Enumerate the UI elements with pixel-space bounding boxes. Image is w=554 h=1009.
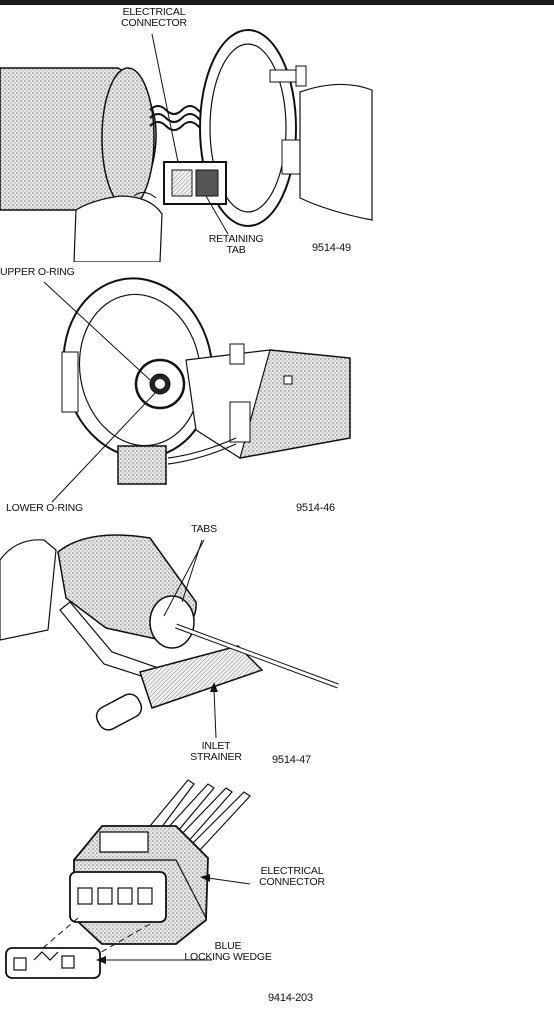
label-upper-oring: UPPER O-RING xyxy=(0,266,75,278)
pump-module-illustration xyxy=(0,29,373,262)
label-retaining-tab: RETAINING TAB xyxy=(208,233,264,256)
label-electrical-connector: ELECTRICAL CONNECTOR xyxy=(121,6,187,29)
figure-orings: UPPER O-RING LOWER O-RING 9514-46 xyxy=(0,262,554,520)
inlet-strainer-illustration xyxy=(0,534,339,739)
figure-number: 9514-49 xyxy=(312,242,351,254)
figure-number: 9414-203 xyxy=(268,992,313,1004)
label-inlet-strainer: INLET STRAINER xyxy=(190,740,242,763)
label-tabs: TABS xyxy=(191,523,217,535)
label-electrical-connector: ELECTRICAL CONNECTOR xyxy=(259,865,325,888)
figure-locking-wedge: ELECTRICAL CONNECTOR BLUE LOCKING WEDGE … xyxy=(0,768,554,1009)
top-border xyxy=(0,0,554,5)
figure-number: 9514-46 xyxy=(296,502,335,514)
label-lower-oring: LOWER O-RING xyxy=(6,502,83,514)
label-blue-locking-wedge: BLUE LOCKING WEDGE xyxy=(184,940,272,963)
figure-electrical-connector-removal: ELECTRICAL CONNECTOR RETAINING TAB 9514-… xyxy=(0,0,554,262)
pump-orings-illustration xyxy=(43,277,351,503)
figure-inlet-strainer: TABS INLET STRAINER 9514-47 xyxy=(0,520,554,768)
figure-number: 9514-47 xyxy=(272,754,311,766)
connector-wedge-illustration xyxy=(5,779,251,979)
